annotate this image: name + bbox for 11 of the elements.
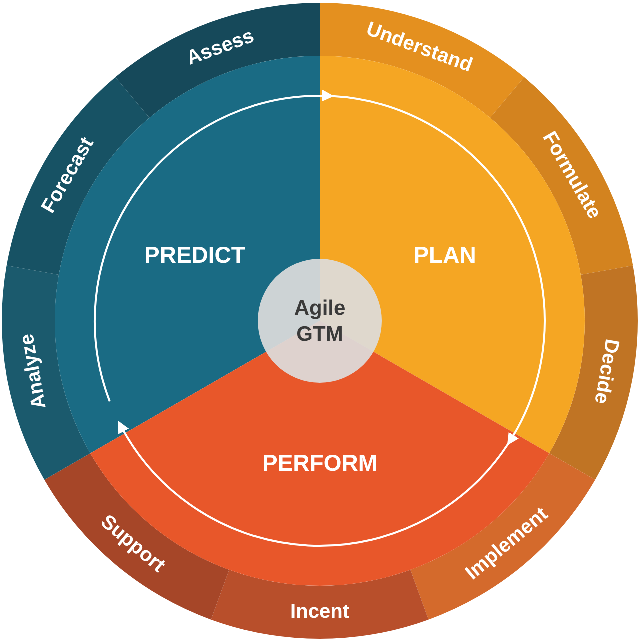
phase-label: PERFORM <box>262 450 378 476</box>
cycle-arrow <box>332 95 546 446</box>
step-label: Assess <box>184 25 258 70</box>
step-label: Incent <box>290 601 350 623</box>
cycle-arrow <box>94 90 334 402</box>
cycle-arrow <box>118 421 510 547</box>
step-label: Decide <box>590 337 624 406</box>
phase-label: PREDICT <box>144 242 246 268</box>
phase-label: PLAN <box>414 242 476 268</box>
center-label: Agile GTM <box>294 297 346 346</box>
step-label: Analyze <box>16 332 51 411</box>
